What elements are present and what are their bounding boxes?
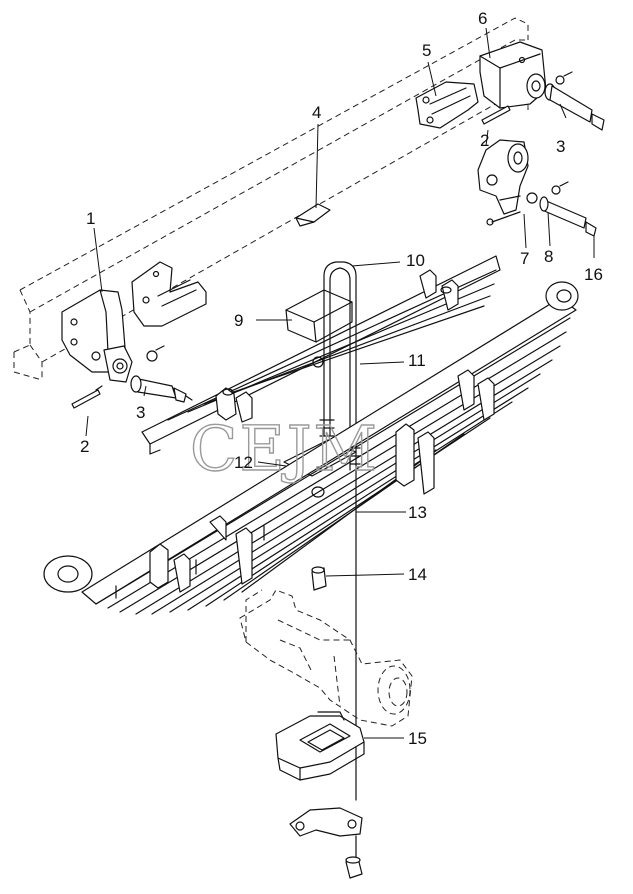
callout-2-rear: 2 (480, 131, 489, 150)
rear-pin (481, 105, 511, 125)
callouts: 1 2 2 3 3 4 5 6 7 8 9 10 11 12 13 14 15 … (80, 9, 603, 748)
rear-mounting-plate (415, 81, 479, 129)
front-shackle-plate (131, 261, 207, 327)
spacer-block (295, 203, 331, 227)
callout-2-front: 2 (80, 437, 89, 456)
axle-housing (239, 589, 413, 727)
callout-6: 6 (478, 9, 487, 28)
callout-3-rear: 3 (556, 137, 565, 156)
callout-3-front: 3 (136, 403, 145, 422)
shackle-bolt (486, 211, 521, 226)
callout-14: 14 (408, 565, 427, 584)
helper-spring (141, 255, 501, 455)
callout-13: 13 (408, 503, 427, 522)
leader-lines (85, 27, 595, 739)
rear-shackle (477, 139, 538, 215)
callout-4: 4 (312, 103, 321, 122)
callout-15: 15 (408, 729, 427, 748)
spring-seat (275, 711, 365, 781)
bump-stop (285, 289, 353, 343)
callout-7: 7 (520, 249, 529, 268)
front-shackle-pin (130, 345, 193, 403)
rear-hanger-bracket (479, 41, 547, 109)
shackle-pin (539, 181, 597, 237)
lower-bracket (289, 807, 363, 861)
front-pin (71, 385, 103, 409)
rear-shackle-pin (544, 71, 605, 131)
center-bolt-spacer (311, 566, 327, 591)
main-leaf-spring (43, 281, 579, 615)
callout-11: 11 (408, 351, 426, 370)
callout-8: 8 (544, 247, 553, 266)
front-hanger-bracket (61, 289, 133, 383)
callout-16: 16 (584, 265, 603, 284)
callout-5: 5 (422, 41, 431, 60)
callout-9: 9 (234, 311, 243, 330)
lock-nut (345, 856, 363, 879)
callout-10: 10 (406, 251, 425, 270)
callout-1: 1 (86, 209, 95, 228)
watermark-text: CEJM (190, 412, 379, 485)
callout-12: 12 (234, 453, 253, 472)
